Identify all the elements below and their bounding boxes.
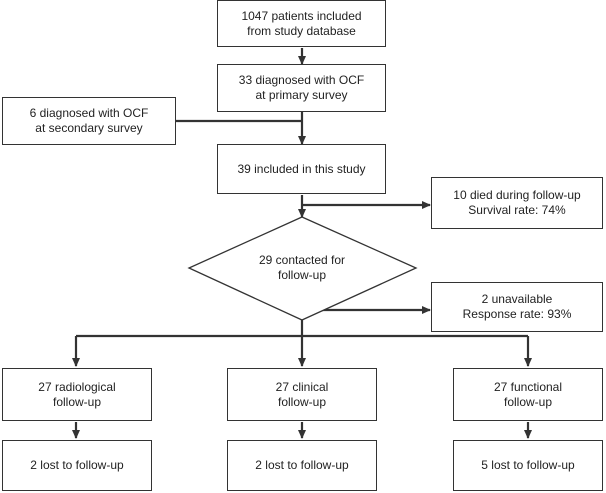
box-unavailable: 2 unavailable Response rate: 93% bbox=[431, 282, 603, 332]
box-clinical: 27 clinical follow-up bbox=[227, 368, 377, 421]
box-primary-survey: 33 diagnosed with OCF at primary survey bbox=[217, 64, 386, 112]
box-included-db: 1047 patients included from study databa… bbox=[217, 0, 386, 47]
box-lost-clinical: 2 lost to follow-up bbox=[227, 440, 377, 491]
contacted-label: 29 contacted for follow-up bbox=[258, 253, 346, 282]
box-secondary-survey: 6 diagnosed with OCF at secondary survey bbox=[2, 97, 176, 145]
box-functional: 27 functional follow-up bbox=[453, 368, 603, 421]
box-radiological: 27 radiological follow-up bbox=[2, 368, 152, 421]
box-lost-functional: 5 lost to follow-up bbox=[453, 440, 603, 491]
contacted-diamond bbox=[187, 216, 418, 321]
box-study: 39 included in this study bbox=[217, 144, 386, 194]
box-died: 10 died during follow-up Survival rate: … bbox=[431, 177, 603, 229]
box-lost-radiological: 2 lost to follow-up bbox=[2, 440, 152, 491]
